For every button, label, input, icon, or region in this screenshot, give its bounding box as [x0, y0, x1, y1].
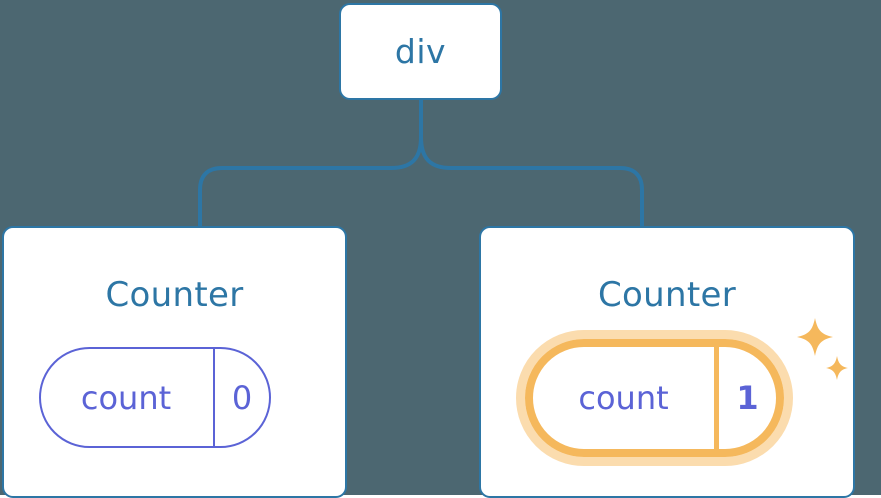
state-pill-right-glow: [516, 330, 793, 466]
card-counter-left-title: Counter: [105, 275, 244, 315]
card-counter-right-title: Counter: [598, 275, 736, 315]
node-div-label: div: [394, 32, 447, 71]
connector-right-branch: [419, 135, 644, 228]
state-pill-left-value: 0: [231, 378, 253, 417]
state-pill-right-wrapper[interactable]: count 1: [516, 330, 793, 466]
state-pill-right-key: count: [533, 347, 719, 449]
node-div[interactable]: div: [339, 3, 502, 100]
state-pill-right-value: 1: [736, 379, 759, 417]
connector-left-branch: [198, 98, 423, 228]
state-pill-right[interactable]: count 1: [525, 339, 784, 457]
state-pill-left[interactable]: count 0: [39, 347, 271, 448]
state-pill-left-key: count: [41, 349, 215, 446]
